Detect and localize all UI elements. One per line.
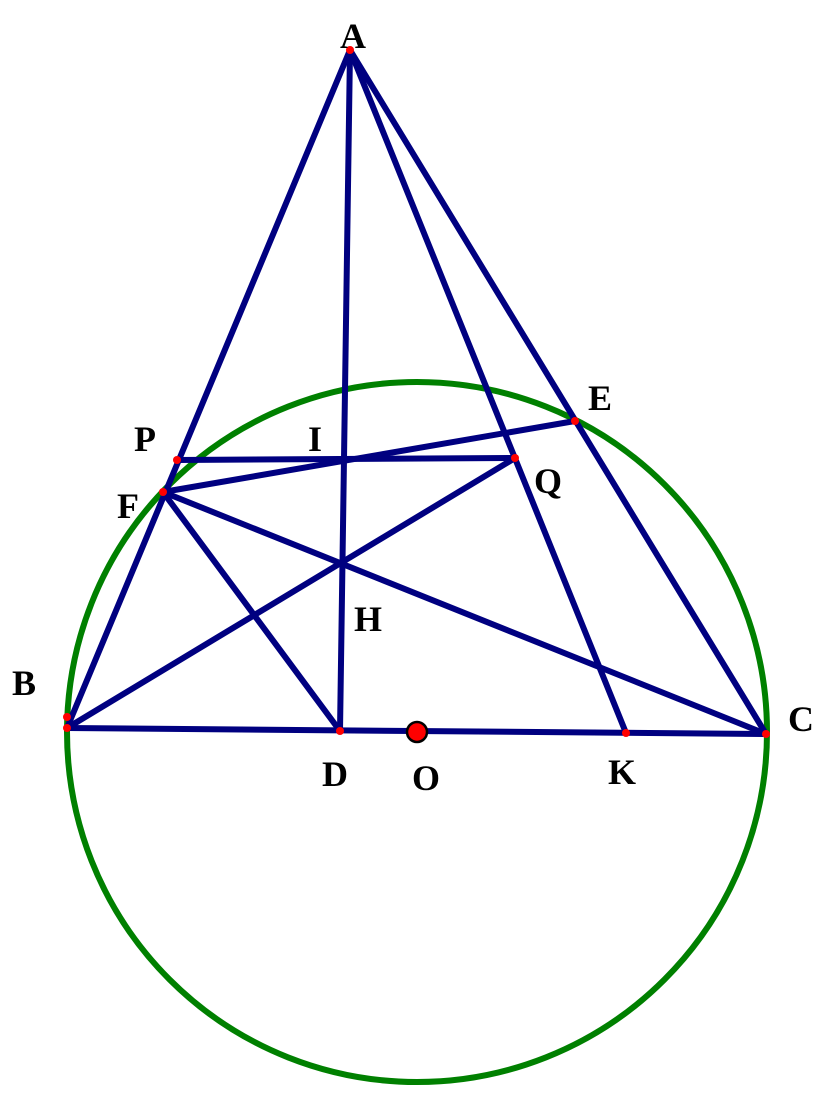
- segment-ab: [64, 47, 353, 731]
- point-b: [63, 724, 71, 732]
- label-d: D: [322, 754, 348, 794]
- segments: [64, 47, 769, 737]
- point-o: [405, 720, 429, 744]
- segment-bq: [64, 455, 518, 731]
- point-e: [571, 417, 579, 425]
- point-p: [173, 456, 181, 464]
- point-a: [346, 46, 354, 54]
- point-c: [762, 730, 770, 738]
- point-f: [159, 488, 167, 496]
- segment-fd: [160, 489, 343, 734]
- label-h: H: [354, 599, 382, 639]
- label-p: P: [134, 419, 156, 459]
- label-i: I: [308, 419, 322, 459]
- point-q: [511, 454, 519, 462]
- label-b: B: [12, 663, 36, 703]
- label-k: K: [608, 752, 636, 792]
- points: [63, 46, 770, 744]
- point-k: [622, 729, 630, 737]
- label-e: E: [588, 378, 612, 418]
- labels: A B C D O K E P F Q I H: [12, 16, 814, 798]
- segment-ad: [337, 47, 353, 734]
- segment-ac: [347, 47, 769, 737]
- point-d: [336, 727, 344, 735]
- label-a: A: [340, 16, 366, 56]
- segment-fc: [160, 489, 769, 737]
- label-q: Q: [534, 461, 562, 501]
- label-o: O: [412, 758, 440, 798]
- segment-fe: [160, 418, 578, 495]
- label-c: C: [788, 699, 814, 739]
- point-b2: [63, 713, 71, 721]
- segment-ak: [347, 47, 629, 736]
- label-f: F: [117, 486, 139, 526]
